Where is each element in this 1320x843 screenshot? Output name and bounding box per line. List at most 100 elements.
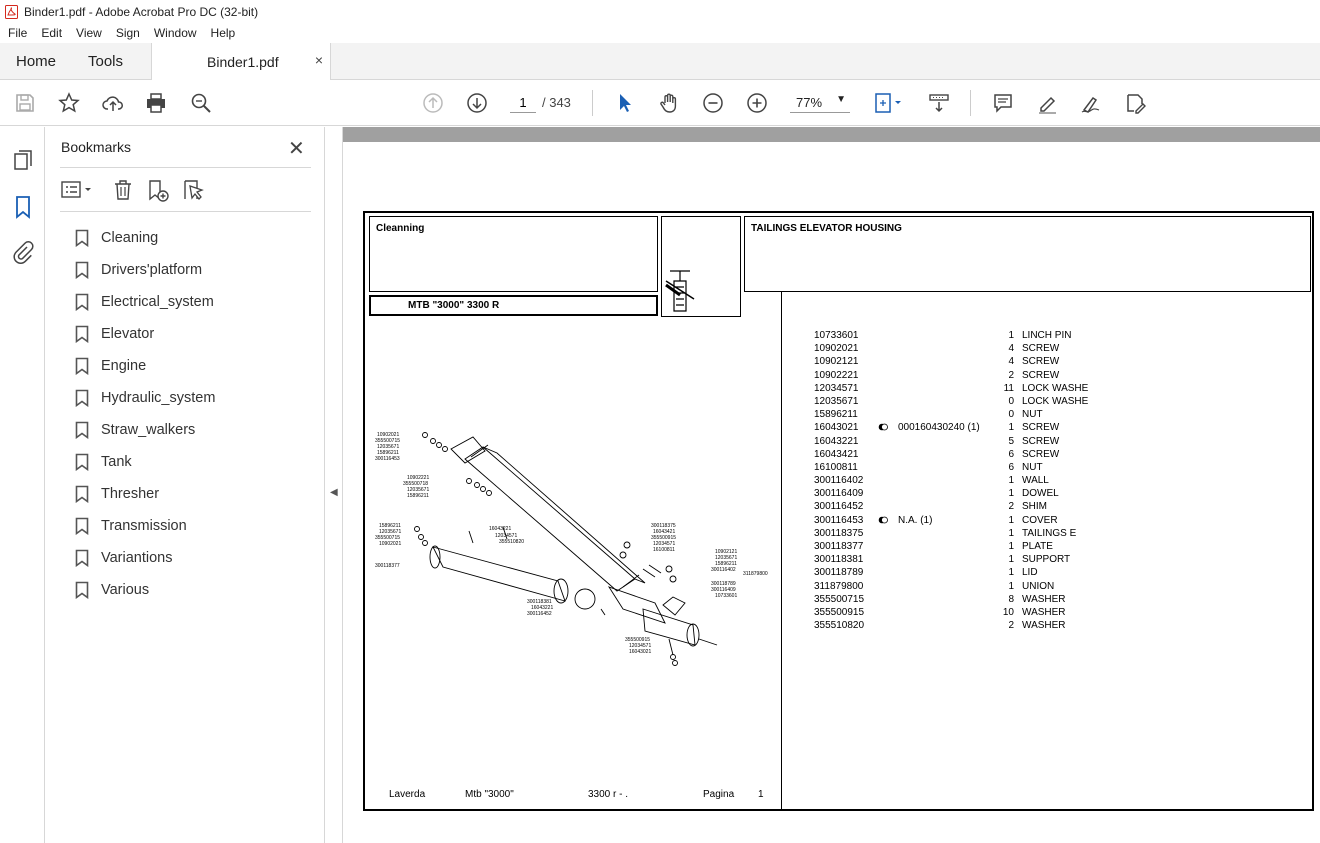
bookmark-icon	[75, 549, 89, 567]
part-code: 355510820	[814, 620, 865, 632]
callout-label: 355500718	[403, 481, 428, 487]
bookmark-item[interactable]: Straw_walkers	[75, 414, 215, 446]
left-nav-rail	[0, 127, 45, 843]
part-quantity: 1	[1008, 527, 1014, 539]
zoom-search-icon[interactable]	[188, 90, 214, 116]
panel-divider	[60, 167, 311, 168]
bookmark-icon	[75, 421, 89, 439]
fit-page-icon[interactable]	[870, 90, 906, 116]
part-code: 355500715	[814, 593, 865, 605]
menu-file[interactable]: File	[8, 26, 28, 40]
collapse-panel-icon[interactable]: ◀	[330, 487, 338, 498]
part-code: 300118375	[814, 527, 864, 539]
bookmark-item[interactable]: Transmission	[75, 510, 215, 542]
part-code: 300116452	[814, 501, 864, 513]
toolbar-divider	[970, 90, 971, 116]
bookmarks-panel-icon[interactable]	[11, 195, 35, 219]
menu-sign[interactable]: Sign	[115, 26, 140, 40]
menu-window[interactable]: Window	[153, 26, 197, 40]
new-bookmark-icon[interactable]	[146, 179, 170, 203]
page-number-input[interactable]	[510, 93, 536, 113]
part-quantity: 11	[1003, 382, 1014, 394]
options-list-icon[interactable]	[60, 179, 96, 201]
previous-page-icon[interactable]	[420, 90, 446, 116]
bookmark-icon	[75, 229, 89, 247]
callout-label: 300116409	[711, 587, 736, 593]
bookmark-add-selection-icon[interactable]	[181, 179, 205, 203]
menu-help[interactable]: Help	[210, 26, 236, 40]
part-quantity: 4	[1008, 356, 1014, 368]
toolbar-divider	[592, 90, 593, 116]
hand-tool-icon[interactable]	[656, 90, 682, 116]
panel-splitter[interactable]: ◀	[325, 127, 343, 843]
delete-trash-icon[interactable]	[112, 179, 134, 201]
part-code: 10733601	[814, 330, 859, 341]
part-code: 16043221	[814, 435, 859, 447]
page-gap	[343, 127, 1320, 142]
callout-label: 10902021	[379, 541, 401, 547]
part-description: WALL	[1022, 475, 1049, 487]
bookmark-item[interactable]: Elevator	[75, 318, 215, 350]
bookmark-item[interactable]: Various	[75, 574, 215, 606]
part-description: LOCK WASHE	[1022, 382, 1089, 394]
callout-label: 355500715	[375, 438, 400, 444]
part-code: 10902221	[814, 369, 859, 381]
bookmark-item[interactable]: Hydraulic_system	[75, 382, 215, 414]
next-page-icon[interactable]	[464, 90, 490, 116]
bookmark-icon	[75, 485, 89, 503]
part-description: NUT	[1022, 409, 1043, 421]
bookmark-icon	[75, 581, 89, 599]
callout-label: 300118381	[527, 599, 552, 605]
bookmark-item[interactable]: Electrical_system	[75, 286, 215, 318]
part-quantity: 2	[1008, 620, 1014, 632]
tab-home[interactable]: Home	[16, 53, 57, 70]
part-description: SHIM	[1022, 501, 1047, 513]
page-thumbnails-icon[interactable]	[11, 148, 35, 172]
bookmark-item[interactable]: Drivers'platform	[75, 254, 215, 286]
callout-label: 16043221	[489, 526, 511, 532]
fill-sign-icon[interactable]	[1122, 90, 1148, 116]
callout-label: 300116452	[527, 611, 552, 617]
part-description: NUT	[1022, 461, 1043, 473]
document-viewer[interactable]: Cleanning MTB "3000" 3300 R TAILINGS ELE…	[343, 127, 1320, 843]
part-code: 16043421	[814, 448, 859, 460]
highlight-pen-icon[interactable]	[1034, 90, 1060, 116]
part-description: WASHER	[1022, 593, 1066, 605]
attachments-paperclip-icon[interactable]	[11, 240, 35, 264]
bookmark-item[interactable]: Engine	[75, 350, 215, 382]
symbol-box	[661, 216, 741, 317]
footer-brand: Laverda	[389, 789, 426, 800]
model-title: MTB "3000" 3300 R	[408, 300, 500, 311]
select-cursor-icon[interactable]	[612, 90, 638, 116]
bookmark-label: Elevator	[101, 326, 155, 342]
menu-view[interactable]: View	[76, 26, 102, 40]
zoom-out-icon[interactable]	[700, 90, 726, 116]
zoom-level-select[interactable]: 77% ▼	[790, 93, 850, 113]
bookmark-icon	[75, 325, 89, 343]
zoom-level-value: 77%	[796, 95, 823, 110]
bookmark-item[interactable]: Variantions	[75, 542, 215, 574]
close-tab-icon[interactable]: ×	[314, 52, 323, 68]
bookmark-item[interactable]: Thresher	[75, 478, 215, 510]
scroll-mode-icon[interactable]	[926, 90, 952, 116]
zoom-in-icon[interactable]	[744, 90, 770, 116]
bookmark-item[interactable]: Cleaning	[75, 222, 215, 254]
comment-icon[interactable]	[990, 90, 1016, 116]
tab-tools[interactable]: Tools	[88, 53, 124, 70]
callout-label: 12034571	[495, 533, 517, 539]
save-icon[interactable]	[12, 90, 38, 116]
part-description: SCREW	[1022, 435, 1060, 447]
bookmark-icon	[75, 357, 89, 375]
part-code: 300116402	[814, 475, 864, 487]
part-description: SUPPORT	[1022, 554, 1071, 566]
section-box: Cleanning	[369, 216, 658, 292]
cloud-upload-icon[interactable]	[100, 90, 126, 116]
close-icon[interactable]: ✕	[288, 138, 305, 160]
menu-edit[interactable]: Edit	[41, 26, 63, 40]
print-icon[interactable]	[143, 90, 169, 116]
tab-document[interactable]: Binder1.pdf ×	[151, 43, 331, 80]
draw-freeform-icon[interactable]	[1078, 90, 1104, 116]
bookmark-item[interactable]: Tank	[75, 446, 215, 478]
bookmark-label: Cleaning	[101, 230, 159, 246]
bookmark-star-icon[interactable]	[56, 90, 82, 116]
